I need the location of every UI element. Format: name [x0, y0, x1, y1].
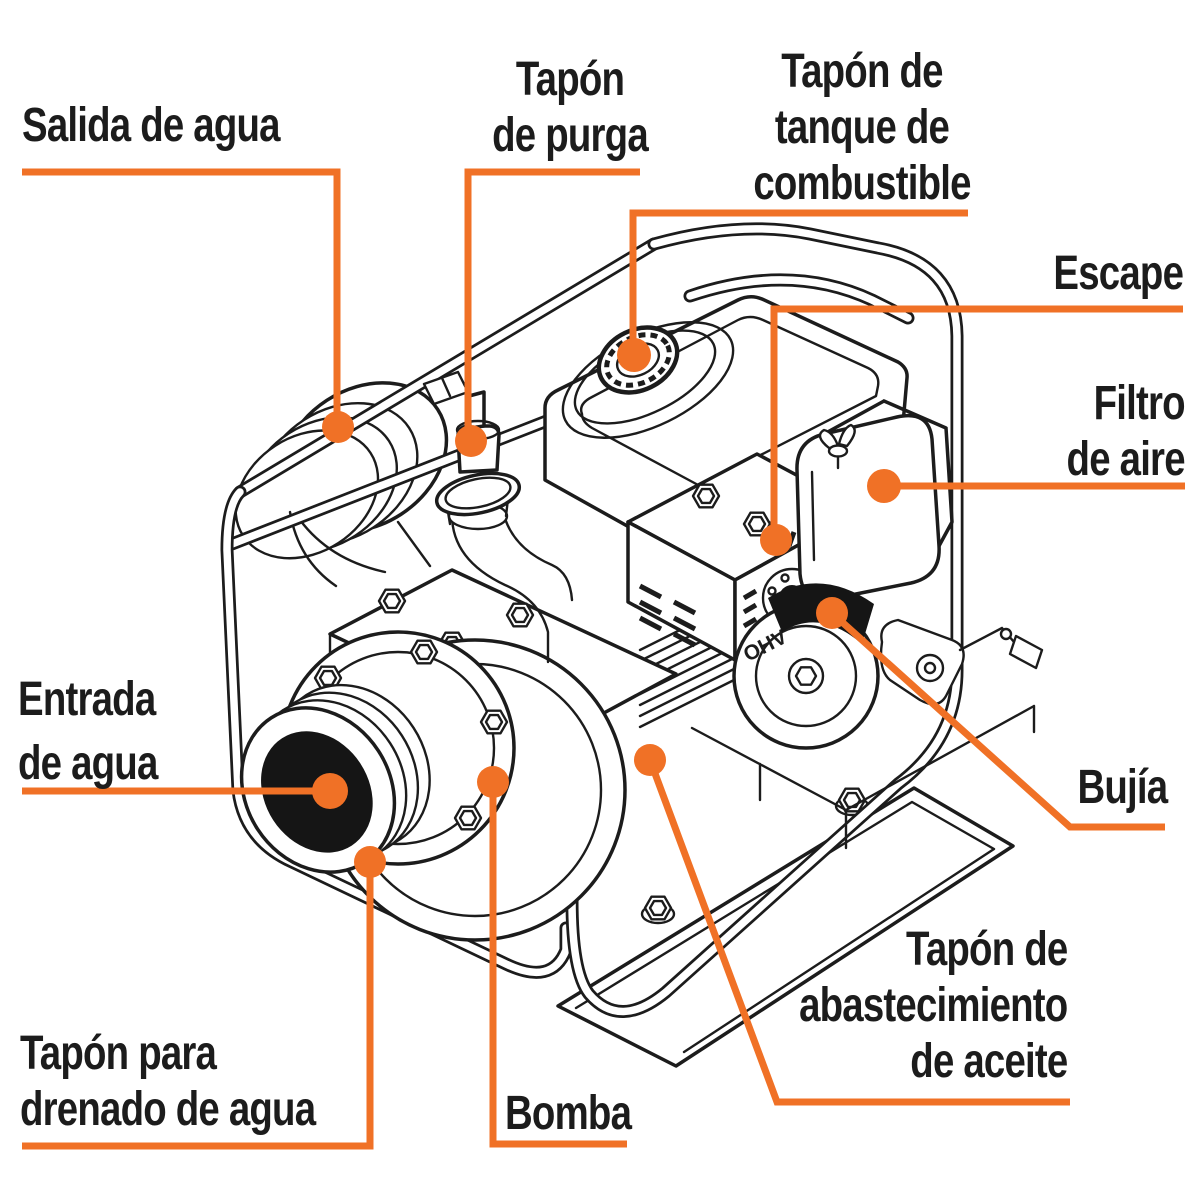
- water-inlet: [239, 683, 431, 874]
- label-line: de aceite: [909, 1035, 1068, 1088]
- label-line: Tapón para: [20, 1027, 217, 1080]
- label-escape: Escape: [1053, 246, 1184, 302]
- dot-combustible: [617, 338, 651, 372]
- leader-purga: [464, 168, 640, 440]
- callout-dots: [312, 338, 901, 878]
- label-line: Tapón de: [781, 45, 943, 98]
- wing-nut: [818, 423, 856, 470]
- label-line: de agua: [18, 737, 158, 790]
- label-line: drenado de agua: [20, 1083, 316, 1136]
- label-line: de aire: [1066, 433, 1186, 486]
- label-entrada-de-agua: Entrada de agua: [18, 668, 158, 796]
- label-tapon-abastecimiento-aceite: Tapón de abastecimiento de aceite: [798, 922, 1068, 1090]
- hex-bolt: [453, 805, 483, 831]
- dot-escape: [760, 524, 792, 556]
- label-line: Bujía: [1077, 761, 1168, 814]
- label-line: Salida de agua: [22, 99, 281, 152]
- label-tapon-de-purga: Tapón de purga: [470, 52, 670, 164]
- leader-combustible: [629, 209, 968, 352]
- label-line: abastecimiento: [798, 979, 1068, 1032]
- dot-aceite: [634, 744, 666, 776]
- label-line: Bomba: [505, 1087, 632, 1140]
- dot-entrada: [312, 773, 348, 809]
- recoil-starter: OHV: [732, 602, 880, 750]
- dot-purga: [455, 425, 487, 457]
- label-tapon-tanque-combustible: Tapón de tanque de combustible: [742, 44, 982, 212]
- carburetor: [879, 618, 1044, 706]
- leader-salida: [22, 168, 341, 426]
- label-tapon-drenado-agua: Tapón para drenado de agua: [20, 1026, 316, 1138]
- hex-bolt: [377, 588, 407, 614]
- leader-escape: [770, 305, 1183, 538]
- label-line: tanque de: [774, 101, 950, 154]
- label-line: Tapón: [515, 53, 625, 106]
- hex-bolt: [479, 709, 509, 735]
- hex-bolt: [640, 895, 676, 925]
- label-line: combustible: [753, 157, 971, 210]
- leader-lines: [22, 168, 1185, 1150]
- dot-drenado: [354, 846, 386, 878]
- dot-salida: [322, 411, 354, 443]
- base-plate: [556, 786, 1015, 1068]
- dot-bujia: [816, 597, 848, 629]
- label-line: Filtro: [1093, 377, 1186, 430]
- hex-bolt: [409, 639, 439, 665]
- pump-housing: [239, 568, 678, 942]
- muffler-side-vents: [638, 583, 758, 648]
- hex-bolt: [505, 602, 535, 628]
- dot-filtro: [867, 469, 901, 503]
- frame: [220, 222, 964, 1018]
- hex-bolt: [691, 483, 721, 509]
- label-salida-de-agua: Salida de agua: [22, 98, 281, 154]
- label-line: Entrada: [18, 673, 156, 726]
- label-bomba: Bomba: [505, 1086, 632, 1142]
- label-filtro-de-aire: Filtro de aire: [1066, 376, 1186, 488]
- label-line: de purga: [492, 109, 649, 162]
- label-line: Tapón de: [905, 923, 1068, 976]
- leader-aceite: [646, 758, 1070, 1106]
- leader-bujia: [829, 610, 1165, 831]
- dot-bomba: [477, 766, 509, 798]
- leader-bomba: [489, 782, 627, 1148]
- water-outlet: [234, 381, 449, 560]
- label-line: Escape: [1053, 247, 1184, 300]
- label-bujia: Bujía: [1077, 760, 1168, 816]
- leader-drenado: [22, 862, 374, 1150]
